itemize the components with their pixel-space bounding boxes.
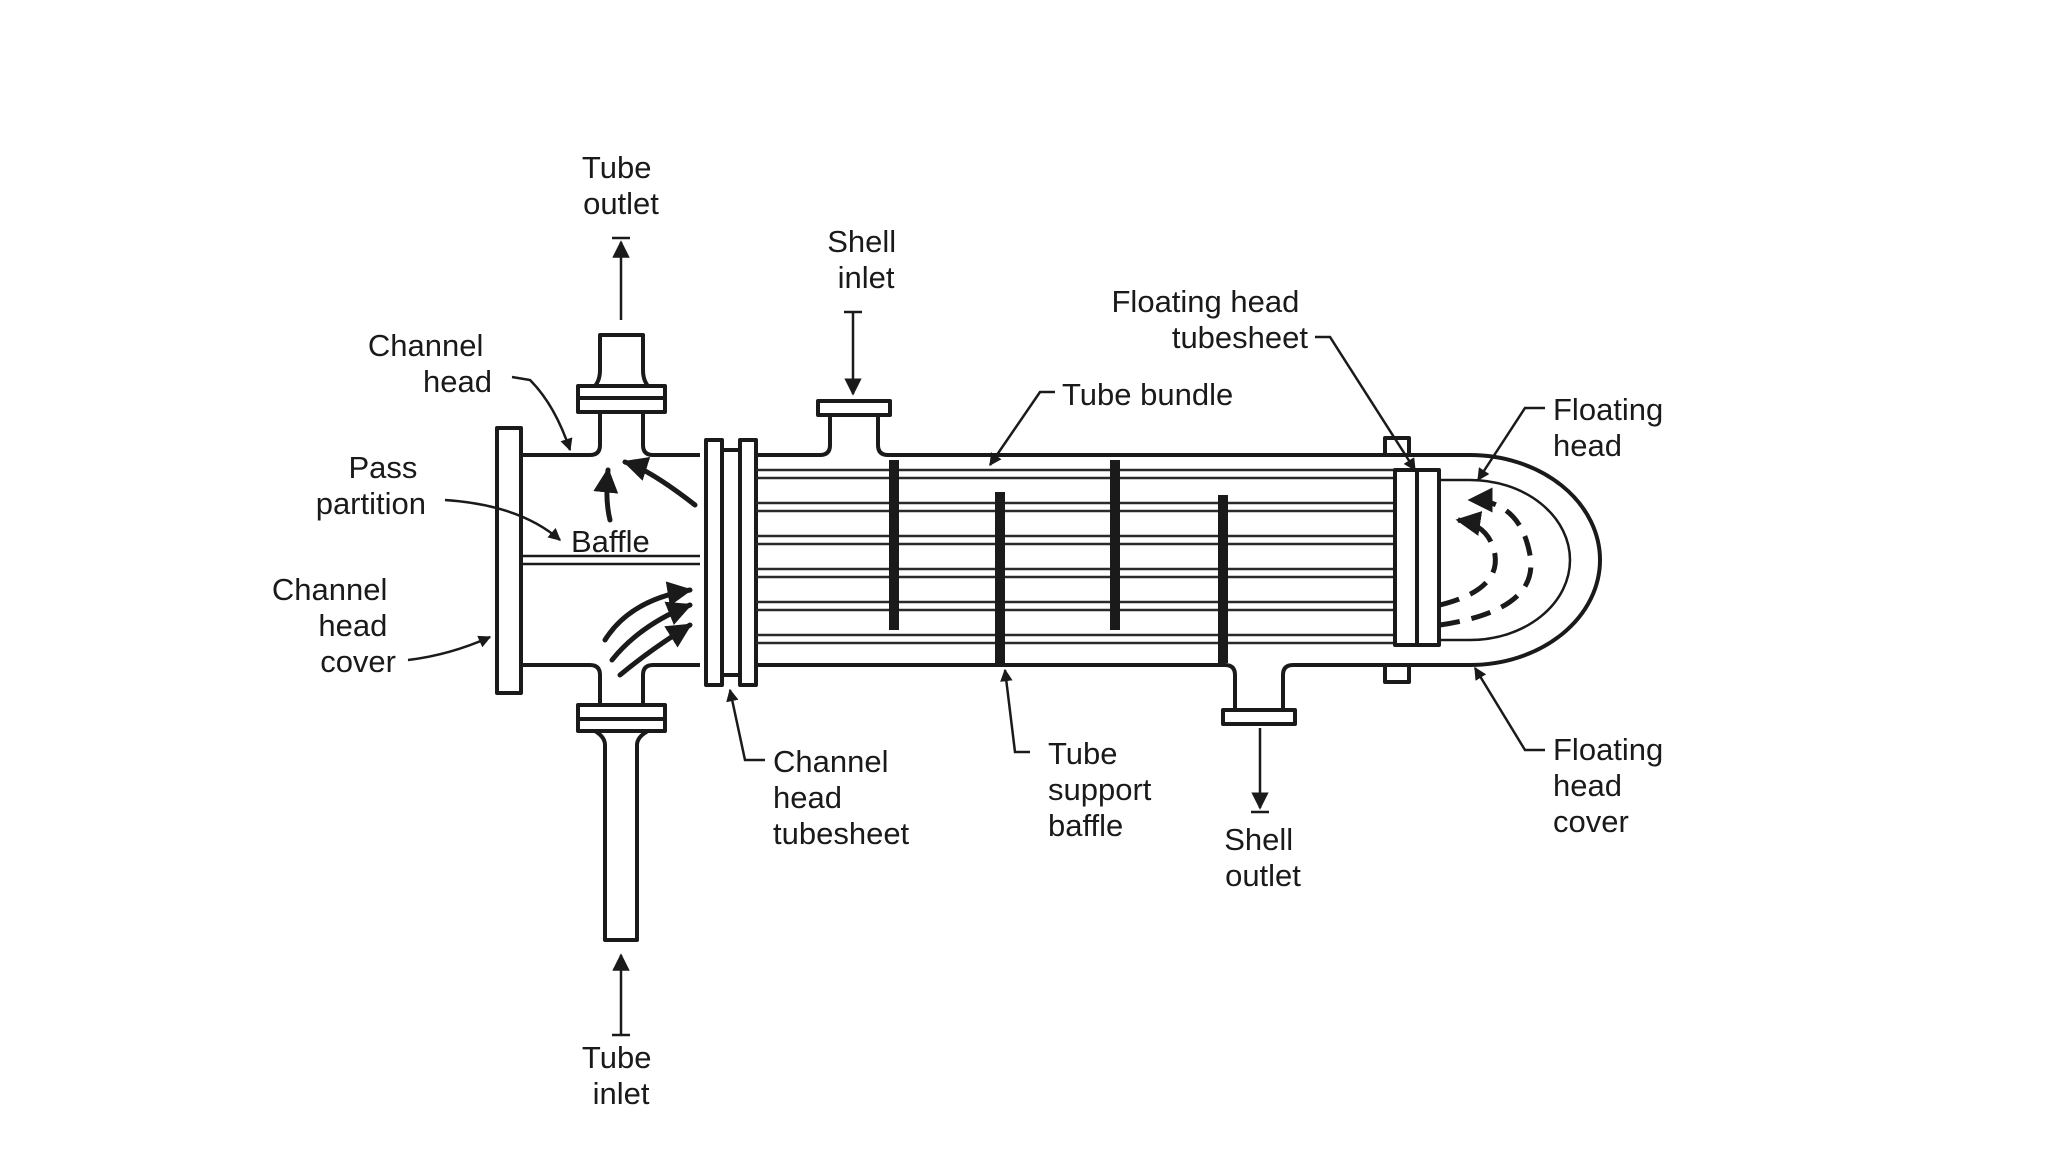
baffle-plate bbox=[1218, 495, 1228, 663]
tube-support-baffles bbox=[889, 460, 1228, 664]
label-shell-outlet: Shell outlet bbox=[1224, 822, 1302, 893]
label-pass-partition: Pass partition bbox=[316, 450, 426, 521]
label-tube-inlet: Tube inlet bbox=[582, 1040, 660, 1111]
baffle-plate bbox=[1110, 460, 1120, 630]
channel-head-cover-plate bbox=[495, 426, 523, 695]
channel-flow-arrows bbox=[593, 456, 698, 678]
shell-body bbox=[756, 415, 1385, 710]
label-tube-support-baffle: Tube support baffle bbox=[1048, 736, 1160, 843]
label-channel-head-cover: Channel head cover bbox=[272, 572, 396, 679]
shell-inlet-arrow bbox=[844, 310, 862, 396]
label-floating-head-cover: Floating head cover bbox=[1553, 732, 1672, 839]
tube-outlet-nozzle bbox=[576, 333, 667, 414]
label-tube-bundle: Tube bundle bbox=[1062, 377, 1233, 412]
label-floating-head-tubesheet: Floating head tubesheet bbox=[1112, 284, 1309, 355]
tube-inlet-arrow bbox=[612, 953, 630, 1037]
shell-inlet-nozzle bbox=[816, 399, 892, 417]
label-channel-head: Channel head bbox=[368, 328, 492, 399]
label-floating-head: Floating head bbox=[1553, 392, 1672, 463]
label-channel-head-tubesheet: Channel head tubesheet bbox=[773, 744, 910, 851]
label-baffle: Baffle bbox=[571, 524, 650, 559]
baffle-plate bbox=[995, 492, 1005, 664]
tube-inlet-nozzle bbox=[576, 703, 667, 942]
tube-bundle bbox=[756, 468, 1395, 645]
baffle-plate bbox=[889, 460, 899, 630]
floating-head-cover bbox=[1409, 453, 1602, 667]
channel-head-tubesheet bbox=[704, 438, 758, 687]
floating-head-flow-arrows bbox=[1439, 487, 1534, 628]
shell-outlet-arrow bbox=[1251, 728, 1269, 814]
floating-head-tubesheet bbox=[1383, 436, 1441, 684]
label-shell-inlet: Shell inlet bbox=[827, 224, 905, 295]
channel-head-body bbox=[521, 412, 700, 705]
shell-outlet-nozzle bbox=[1221, 708, 1297, 726]
label-tube-outlet: Tube outlet bbox=[582, 150, 660, 221]
leader-lines bbox=[407, 335, 1545, 762]
tube-outlet-arrow bbox=[612, 236, 630, 320]
